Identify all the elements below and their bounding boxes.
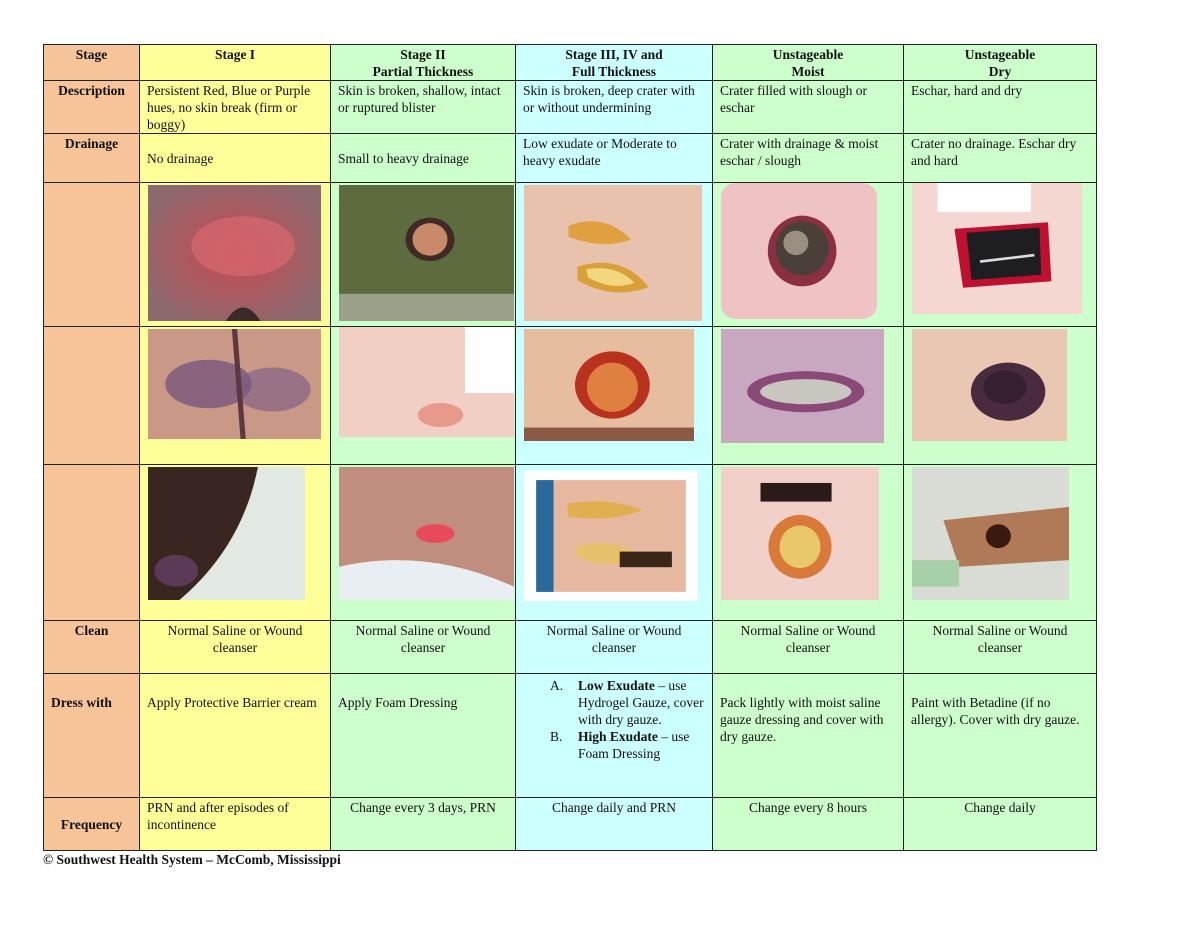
clean-row: Clean Normal Saline or Wound cleanser No…	[43, 620, 1097, 674]
clean-cell: Normal Saline or Wound cleanser	[139, 620, 331, 674]
dress-with-label: Dress with	[43, 673, 140, 798]
description-cell: Eschar, hard and dry	[903, 80, 1097, 134]
description-cell: Skin is broken, shallow, intact or ruptu…	[330, 80, 516, 134]
dressing-option: B.High Exudate – use Foam Dressing	[550, 729, 690, 761]
frequency-row: Frequency PRN and after episodes of inco…	[43, 797, 1097, 851]
stage-1-wound-photo	[148, 467, 305, 600]
clean-cell: Normal Saline or Wound cleanser	[903, 620, 1097, 674]
frequency-cell: PRN and after episodes of incontinence	[139, 797, 331, 851]
stage-2-wound-photo	[339, 185, 514, 321]
stage-2-wound-photo	[339, 327, 514, 437]
stage-1-wound-photo	[148, 329, 321, 439]
frequency-cell: Change daily	[903, 797, 1097, 851]
dressing-options-list: A.Low Exudate – use Hydrogel Gauze, cove…	[523, 677, 705, 762]
description-row: Description Persistent Red, Blue or Purp…	[43, 80, 1097, 134]
drainage-cell: Crater no drainage. Eschar dry and hard	[903, 133, 1097, 183]
drainage-label: Drainage	[43, 133, 140, 183]
stage-3-4-wound-photo	[524, 471, 698, 601]
drainage-cell: Low exudate or Moderate to heavy exudate	[515, 133, 713, 183]
frequency-cell: Change every 3 days, PRN	[330, 797, 516, 851]
frequency-label: Frequency	[43, 797, 140, 851]
stage-3-4-wound-photo	[524, 329, 694, 441]
dress-with-cell: Pack lightly with moist saline gauze dre…	[712, 673, 904, 798]
clean-label: Clean	[43, 620, 140, 674]
photo-row-label-empty	[43, 326, 140, 465]
unstageable-dry-wound-photo	[912, 183, 1082, 314]
stage-2-wound-photo	[339, 467, 514, 600]
clean-cell: Normal Saline or Wound cleanser	[515, 620, 713, 674]
dress-with-row: Dress with Apply Protective Barrier crea…	[43, 673, 1097, 798]
drainage-row: Drainage No drainage Small to heavy drai…	[43, 133, 1097, 183]
unstageable-moist-wound-photo	[721, 467, 879, 600]
dress-with-cell: Paint with Betadine (if no allergy). Cov…	[903, 673, 1097, 798]
stage-3-4-wound-photo	[524, 185, 702, 321]
description-cell: Persistent Red, Blue or Purple hues, no …	[139, 80, 331, 134]
photo-row-label-empty	[43, 182, 140, 327]
photo-row-1	[43, 182, 1097, 327]
dress-with-cell: Apply Foam Dressing	[330, 673, 516, 798]
stage-1-header: Stage I	[139, 44, 331, 81]
photo-row-label-empty	[43, 464, 140, 621]
drainage-cell: Crater with drainage & moist eschar / sl…	[712, 133, 904, 183]
stage-row-label: Stage	[43, 44, 140, 81]
clean-cell: Normal Saline or Wound cleanser	[330, 620, 516, 674]
description-cell: Skin is broken, deep crater with or with…	[515, 80, 713, 134]
unstageable-dry-wound-photo	[912, 467, 1069, 600]
description-label: Description	[43, 80, 140, 134]
drainage-cell: No drainage	[139, 133, 331, 183]
frequency-cell: Change every 8 hours	[712, 797, 904, 851]
unstageable-moist-wound-photo	[721, 329, 884, 443]
drainage-cell: Small to heavy drainage	[330, 133, 516, 183]
photo-row-3	[43, 464, 1097, 621]
dress-with-cell: A.Low Exudate – use Hydrogel Gauze, cove…	[515, 673, 713, 798]
stage-1-wound-photo	[148, 185, 321, 321]
photo-row-2	[43, 326, 1097, 465]
unstageable-moist-wound-photo	[721, 183, 877, 320]
dress-with-cell: Apply Protective Barrier cream	[139, 673, 331, 798]
dressing-option: A.Low Exudate – use Hydrogel Gauze, cove…	[550, 678, 704, 727]
copyright-notice: © Southwest Health System – McComb, Miss…	[43, 852, 341, 867]
clean-cell: Normal Saline or Wound cleanser	[712, 620, 904, 674]
description-cell: Crater filled with slough or eschar	[712, 80, 904, 134]
frequency-cell: Change daily and PRN	[515, 797, 713, 851]
unstageable-dry-wound-photo	[912, 329, 1067, 441]
